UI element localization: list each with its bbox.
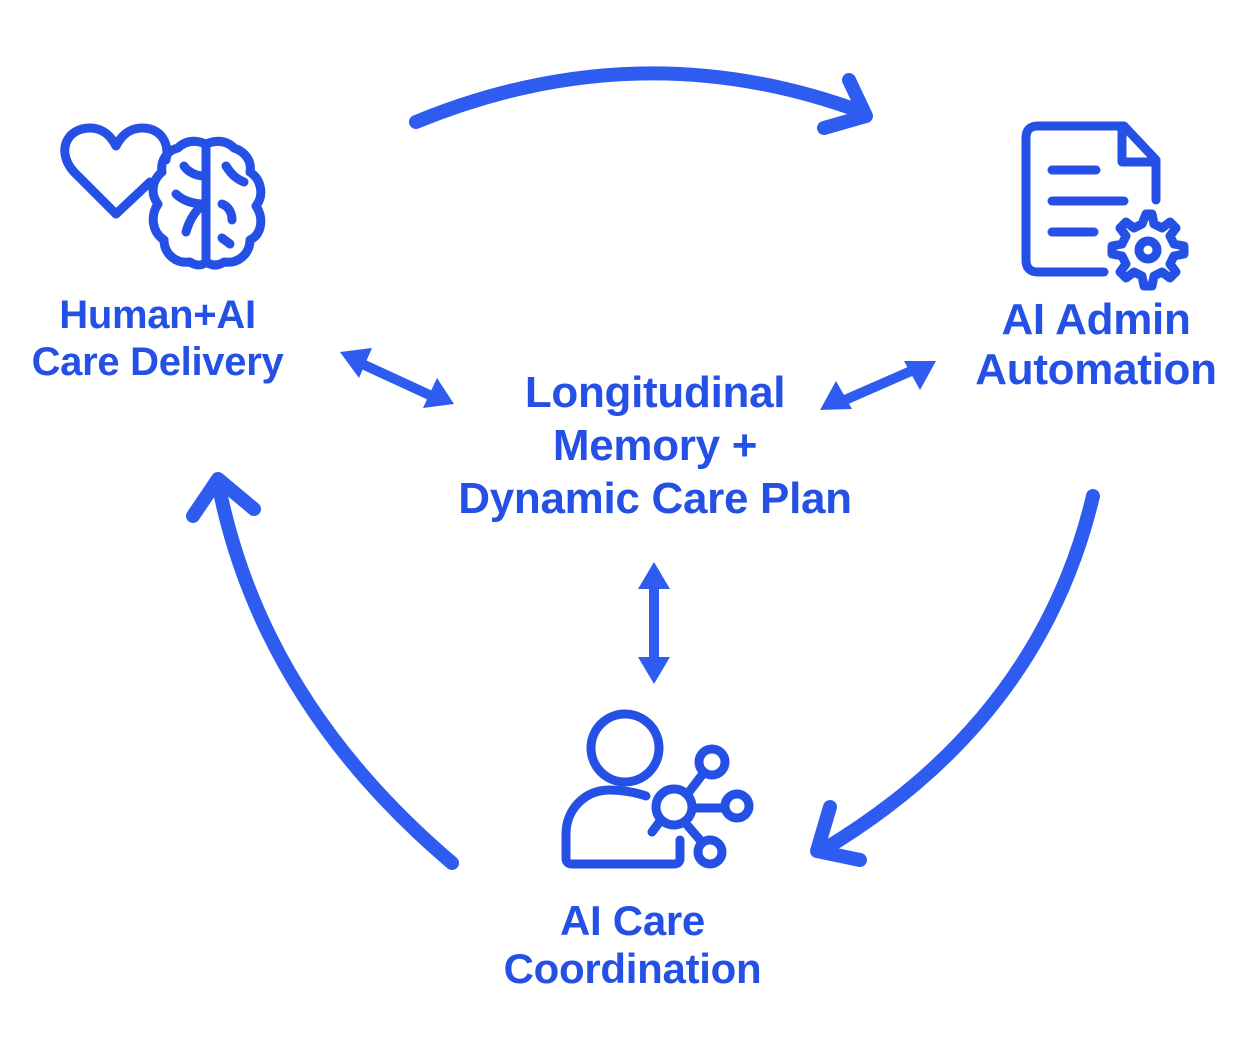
node-label-line: Care Delivery — [31, 340, 284, 384]
cycle-arrow-admin-to-coordination — [810, 489, 1100, 867]
node-label-line: Automation — [975, 345, 1217, 394]
center-label-longitudinal-memory: Longitudinal Memory + Dynamic Care Plan — [420, 366, 890, 525]
heart-brain-icon — [60, 123, 266, 270]
person-body — [561, 785, 685, 869]
cycle-arrow-coordination-to-human — [186, 472, 459, 870]
brain-icon — [148, 136, 266, 270]
node-label-line: AI Admin — [1001, 295, 1191, 344]
heart-icon-tail — [111, 177, 155, 219]
center-label-line: Longitudinal — [524, 368, 786, 417]
person-head — [586, 709, 664, 787]
node-label-ai-admin-automation: AI Admin Automation — [950, 295, 1242, 395]
bidirectional-arrow-center-coordination — [638, 562, 670, 684]
center-label-line: Dynamic Care Plan — [458, 474, 852, 523]
document-gear-icon — [1021, 121, 1189, 291]
gear-icon — [1107, 209, 1189, 291]
heart-icon — [60, 123, 172, 219]
person-network-icon — [561, 709, 754, 869]
node-label-line: Human+AI — [59, 293, 256, 337]
node-label-line: AI Care — [560, 897, 705, 944]
cycle-arrow-human-to-admin — [409, 66, 873, 135]
bidirectional-arrow-center-admin — [820, 361, 936, 410]
document-fold — [1117, 123, 1159, 167]
center-label-line: Memory + — [552, 421, 758, 470]
node-label-human-ai-care-delivery: Human+AI Care Delivery — [0, 292, 315, 386]
node-label-ai-care-coordination: AI Care Coordination — [470, 897, 795, 993]
document-icon — [1021, 121, 1161, 277]
node-label-line: Coordination — [503, 945, 762, 992]
bidirectional-arrow-center-human — [340, 348, 454, 408]
